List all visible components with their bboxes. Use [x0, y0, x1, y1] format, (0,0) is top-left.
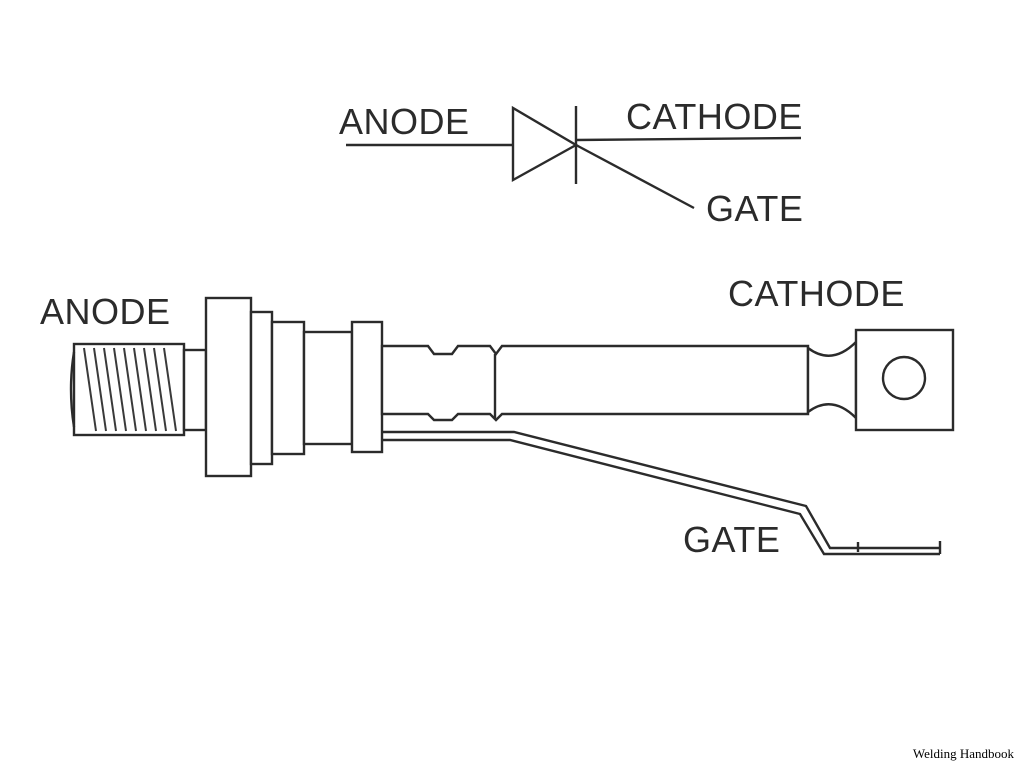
terminal-mounting-hole	[881, 355, 927, 401]
cathode-crimp-neck	[806, 339, 858, 421]
symbol-anode-label: ANODE	[339, 101, 470, 142]
symbol-cathode-label: CATHODE	[626, 96, 803, 137]
ceramic-body	[302, 330, 354, 446]
threaded-anode-stud	[69, 342, 186, 437]
device-gate-label: GATE	[683, 519, 780, 560]
device-anode-label: ANODE	[40, 291, 171, 332]
hex-base-flange	[204, 296, 253, 478]
stud-neck	[182, 348, 208, 432]
device-cathode-label: CATHODE	[728, 273, 905, 314]
symbol-cathode-lead	[575, 136, 802, 142]
symbol-gate-lead	[575, 143, 695, 210]
scr-schematic-symbol: ANODE CATHODE GATE	[339, 96, 803, 229]
base-step	[270, 320, 306, 456]
base-collar	[249, 310, 274, 466]
gate-lead-wire-inner	[382, 438, 940, 556]
source-caption: Welding Handbook	[912, 746, 1014, 761]
cathode-terminal-lug	[854, 328, 955, 432]
seal-ring	[350, 320, 384, 454]
symbol-gate-label: GATE	[706, 188, 803, 229]
symbol-diode-triangle	[511, 105, 579, 183]
gate-lead-wire	[382, 430, 940, 550]
scr-device-drawing: ANODE CATHODE GATE	[40, 273, 955, 560]
cathode-shaft	[380, 344, 810, 422]
